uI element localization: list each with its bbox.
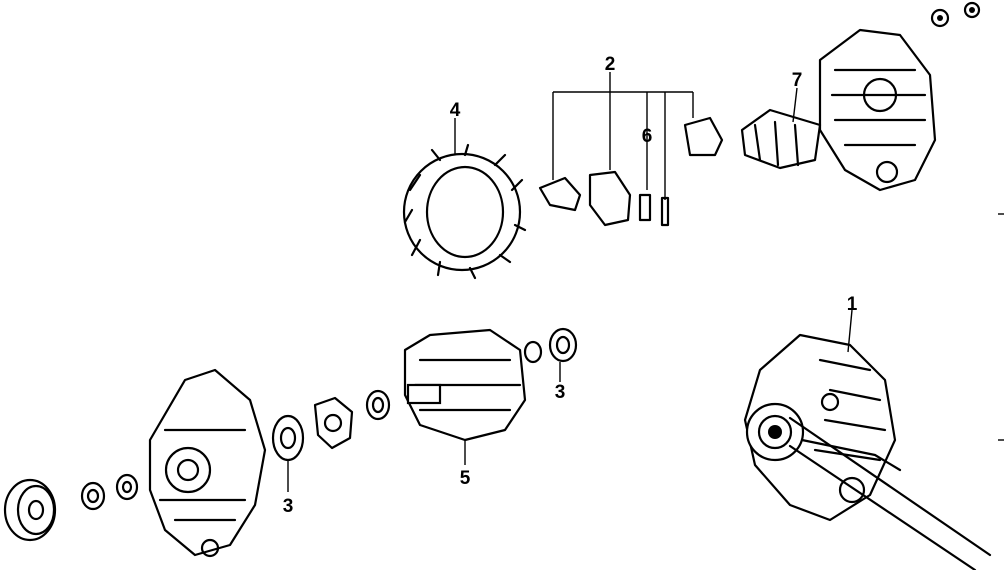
spacer[interactable] [365,389,391,421]
rotor-5[interactable] [403,328,527,465]
callout-7: 7 [792,70,803,91]
bearing-left[interactable] [271,414,305,492]
callout-5: 5 [460,468,471,489]
pulley-collar[interactable] [80,481,106,511]
callout-2: 2 [605,54,616,75]
callout-4: 4 [450,100,461,121]
callout-1: 1 [847,294,858,315]
front-housing[interactable] [148,368,267,558]
alternator-assembly[interactable] [743,309,992,570]
pulley-nut[interactable] [115,473,139,501]
stator-4[interactable] [402,118,527,280]
washer-right[interactable] [523,340,543,364]
regulator-group-2[interactable] [538,72,724,227]
callout-3-right: 3 [555,382,566,403]
rear-nuts[interactable] [930,1,981,28]
retainer-plate[interactable] [313,396,354,450]
rear-housing[interactable] [818,28,937,192]
rectifier-7[interactable] [740,87,822,170]
pulley[interactable] [3,478,57,542]
bearing-right[interactable] [548,327,578,382]
callout-6: 6 [642,126,653,147]
callout-3-left: 3 [283,496,294,517]
